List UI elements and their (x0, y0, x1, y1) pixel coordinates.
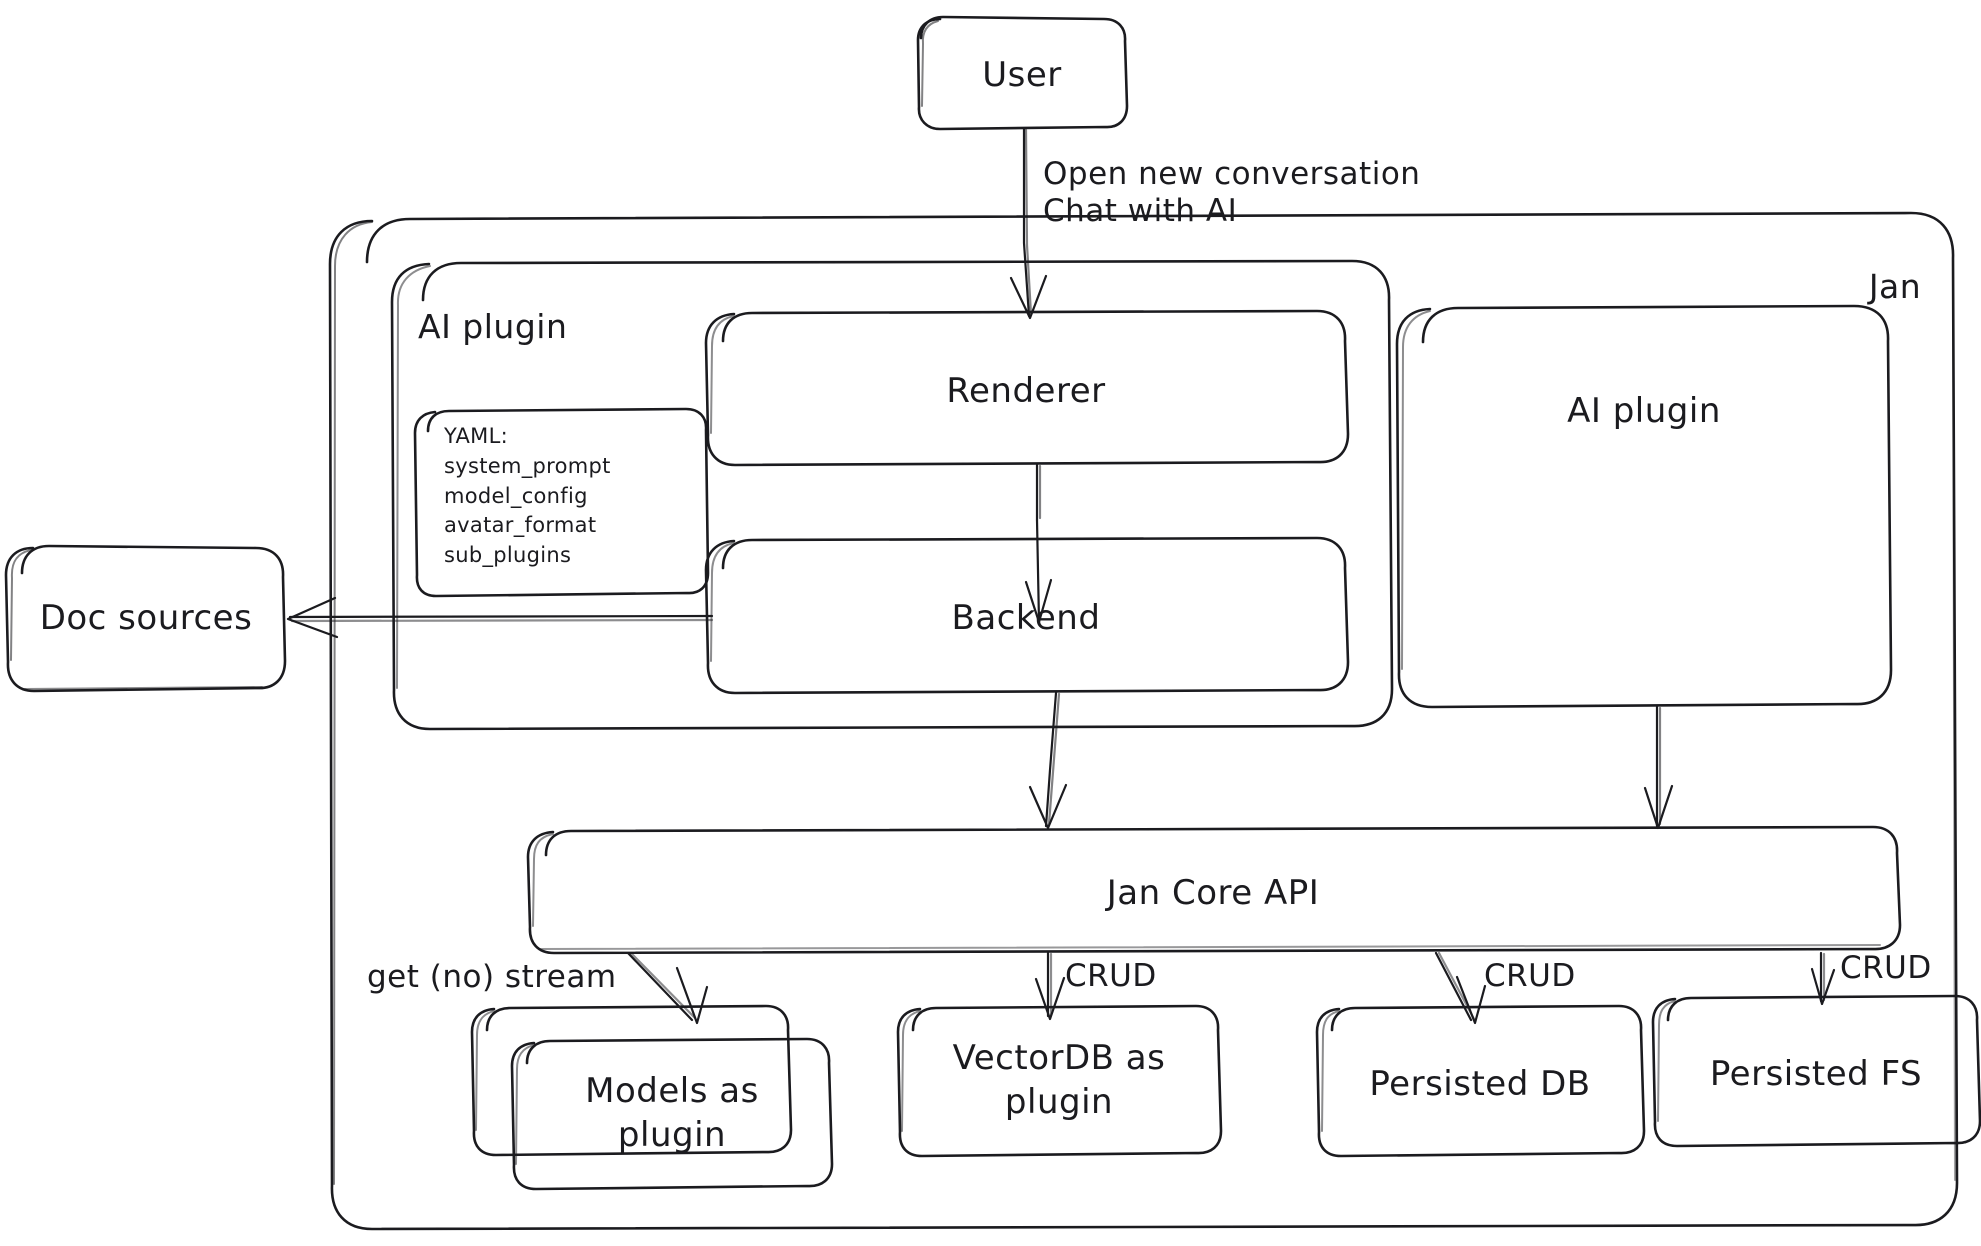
arrow-core-to-persisted-db (1434, 951, 1487, 1025)
renderer-node-label[interactable]: Renderer (946, 371, 1106, 411)
vectordb-plugin-node-label[interactable]: VectorDB as plugin (952, 1038, 1166, 1122)
jan-core-api-node-label[interactable]: Jan Core API (1106, 873, 1320, 913)
ai-plugin-node-outline[interactable] (1395, 304, 1893, 709)
arrow-renderer-to-backend (1024, 463, 1053, 624)
models-plugin-node-outline[interactable] (470, 1004, 834, 1191)
ai-plugin-group-outline (390, 259, 1394, 731)
arrow-core-to-persisted-fs (1810, 951, 1836, 1006)
backend-node-outline[interactable] (704, 536, 1350, 695)
persisted-fs-node-label[interactable]: Persisted FS (1709, 1054, 1923, 1094)
vectordb-plugin-node-outline[interactable] (896, 1004, 1223, 1158)
ai-plugin-group-label: AI plugin (418, 307, 568, 346)
persisted-fs-node-outline[interactable] (1651, 994, 1981, 1148)
arrow-core-to-models (626, 951, 709, 1025)
edge-label-crud-persisted-db: CRUD (1484, 958, 1576, 994)
user-node-label[interactable]: User (982, 55, 1062, 95)
edge-label-get-no-stream: get (no) stream (367, 959, 617, 995)
ai-plugin-node-label[interactable]: AI plugin (1567, 391, 1721, 431)
renderer-node-outline[interactable] (704, 309, 1350, 467)
jan-core-api-node-outline[interactable] (526, 825, 1902, 955)
doc-sources-node-label[interactable]: Doc sources (39, 598, 253, 638)
arrow-backend-to-doc-sources (286, 596, 714, 639)
arrow-backend-to-jan-core-api (1028, 691, 1068, 830)
jan-container-outline (328, 211, 1959, 1231)
arrow-ai-plugin-to-jan-core-api (1643, 705, 1674, 830)
jan-container-label: Jan (1868, 267, 1922, 306)
doc-sources-node-outline[interactable] (4, 544, 287, 693)
models-plugin-node-label[interactable]: Models as plugin (585, 1071, 759, 1155)
edge-label-crud-vectordb: CRUD (1065, 958, 1157, 994)
yaml-card-outline (413, 407, 710, 598)
backend-node-label[interactable]: Backend (951, 598, 1101, 638)
persisted-db-node-outline[interactable] (1315, 1004, 1646, 1158)
persisted-db-node-label[interactable]: Persisted DB (1369, 1064, 1591, 1104)
edge-label-crud-persisted-fs: CRUD (1840, 950, 1932, 986)
user-node-outline[interactable] (916, 15, 1129, 131)
yaml-card-text: YAML: system_prompt model_config avatar_… (444, 424, 611, 568)
edge-label-open-new-conversation: Open new conversation Chat with AI (1043, 156, 1421, 229)
arrow-core-to-vectordb (1034, 951, 1066, 1021)
arrow-user-to-renderer (1009, 127, 1048, 320)
